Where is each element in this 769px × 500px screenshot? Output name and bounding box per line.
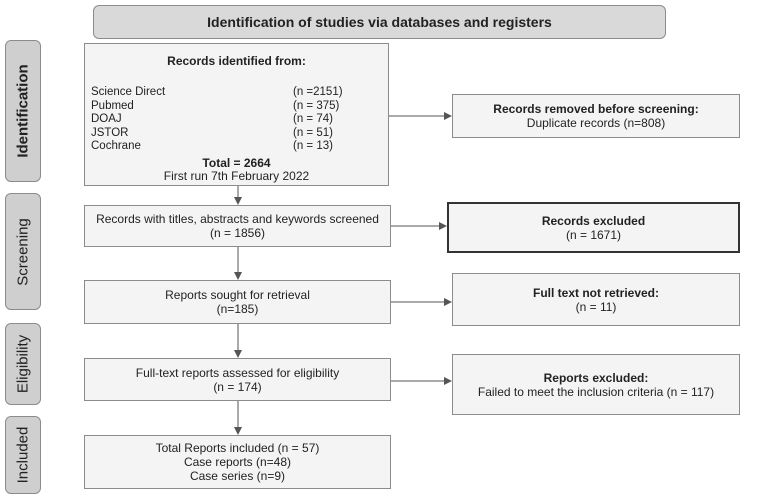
records-excluded-detail: (n = 1671) bbox=[565, 227, 622, 242]
reports-included-line2: Case reports (n=48) bbox=[183, 455, 292, 469]
records-screened-line2: (n = 1856) bbox=[209, 226, 266, 240]
reports-included-line1: Total Reports included (n = 57) bbox=[155, 441, 320, 455]
records-removed-detail: Duplicate records (n=808) bbox=[526, 116, 666, 130]
source-name: Pubmed bbox=[91, 99, 134, 112]
source-list: Science Direct(n =2151) Pubmed(n = 375) … bbox=[91, 86, 353, 154]
flow-header: Identification of studies via databases … bbox=[93, 5, 666, 39]
reports-sought-line1: Reports sought for retrieval bbox=[165, 288, 310, 302]
source-count: (n = 13) bbox=[293, 140, 333, 152]
records-removed-heading: Records removed before screening: bbox=[493, 102, 699, 116]
source-row: Science Direct (n =2151) bbox=[91, 86, 353, 100]
source-row: DOAJ (n = 74) bbox=[91, 113, 353, 127]
source-count: (n = 74) bbox=[293, 113, 333, 125]
reports-assessed-line1: Full-text reports assessed for eligibili… bbox=[135, 365, 340, 380]
first-run-date: First run 7th February 2022 bbox=[163, 169, 310, 183]
source-row: Pubmed (n = 375) bbox=[91, 100, 353, 114]
records-identified-heading: Records identified from: bbox=[167, 54, 306, 68]
stage-included: Included bbox=[5, 416, 41, 494]
flow-header-title: Identification of studies via databases … bbox=[207, 14, 552, 30]
source-name: Science Direct bbox=[91, 86, 166, 98]
reports-excluded-heading: Reports excluded: bbox=[543, 370, 649, 385]
source-count: (n = 51) bbox=[293, 126, 333, 139]
reports-included-line3: Case series (n=9) bbox=[189, 469, 286, 483]
records-screened-line1: Records with titles, abstracts and keywo… bbox=[96, 212, 379, 226]
not-retrieved-heading: Full text not retrieved: bbox=[532, 285, 660, 300]
reports-sought-box: Reports sought for retrieval (n=185) bbox=[84, 280, 391, 324]
reports-assessed-box: Full-text reports assessed for eligibili… bbox=[84, 358, 391, 401]
not-retrieved-detail: (n = 11) bbox=[575, 299, 617, 314]
source-name: DOAJ bbox=[91, 113, 122, 125]
reports-assessed-line2: (n = 174) bbox=[213, 379, 262, 394]
reports-included-box: Total Reports included (n = 57) Case rep… bbox=[84, 435, 391, 489]
records-excluded-heading: Records excluded bbox=[541, 213, 646, 228]
stage-eligibility: Eligibility bbox=[5, 323, 41, 405]
stage-identification: Identification bbox=[5, 40, 41, 182]
source-name: JSTOR bbox=[91, 126, 129, 139]
source-row: Cochrane (n = 13) bbox=[91, 140, 353, 154]
records-removed-box: Records removed before screening: Duplic… bbox=[452, 94, 740, 138]
reports-sought-line2: (n=185) bbox=[216, 302, 259, 316]
source-name: Cochrane bbox=[91, 140, 141, 152]
records-identified-box: Records identified from: Science Direct (… bbox=[84, 43, 389, 186]
source-row: JSTOR (n = 51) bbox=[91, 127, 353, 141]
stage-screening: Screening bbox=[5, 193, 41, 310]
not-retrieved-box: Full text not retrieved: (n = 11) bbox=[452, 273, 740, 326]
records-total: Total = 2664 bbox=[202, 156, 271, 170]
source-count: (n =2151) bbox=[293, 86, 343, 98]
records-excluded-box: Records excluded (n = 1671) bbox=[447, 202, 740, 253]
reports-excluded-detail: Failed to meet the inclusion criteria (n… bbox=[477, 384, 715, 399]
reports-excluded-box: Reports excluded: Failed to meet the inc… bbox=[452, 354, 740, 415]
source-count: (n = 375) bbox=[293, 99, 340, 112]
records-screened-box: Records with titles, abstracts and keywo… bbox=[84, 205, 391, 247]
